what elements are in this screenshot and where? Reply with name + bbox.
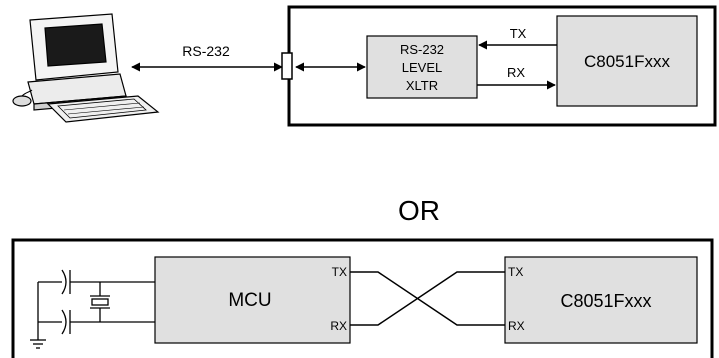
tx-to-rx-crossover-wire bbox=[350, 271, 505, 326]
ground-icon bbox=[30, 339, 46, 349]
xltr-label-line-2: LEVEL bbox=[402, 60, 442, 75]
crystal-oscillator-circuit bbox=[37, 269, 155, 340]
mcu-rx-pin-label: RX bbox=[330, 319, 347, 333]
or-separator: OR bbox=[398, 195, 440, 226]
device-rx-pin-label: RX bbox=[508, 319, 525, 333]
rx-to-tx-crossover-wire bbox=[350, 271, 505, 326]
top-tx-label: TX bbox=[510, 26, 527, 41]
pc-computer-icon bbox=[12, 13, 160, 123]
top-device-label: C8051Fxxx bbox=[584, 52, 670, 71]
mcu-tx-pin-label: TX bbox=[332, 265, 347, 279]
bottom-board-outline bbox=[11, 238, 714, 358]
top-configuration: RS-232 RS-232 LEVEL XLTR TX RX C8051Fxxx bbox=[12, 5, 717, 127]
mcu-box bbox=[154, 256, 351, 344]
xltr-label-line-3: XLTR bbox=[406, 78, 438, 93]
device-tx-pin-label: TX bbox=[508, 265, 523, 279]
bottom-configuration: MCU TX RX TX RX C8051Fxxx bbox=[11, 238, 714, 358]
top-rx-label: RX bbox=[507, 65, 525, 80]
bottom-device-label: C8051Fxxx bbox=[560, 291, 651, 311]
xltr-label-line-1: RS-232 bbox=[400, 42, 444, 57]
serial-connector bbox=[281, 52, 293, 80]
top-device-box bbox=[556, 15, 698, 107]
rs232-link-label: RS-232 bbox=[182, 43, 230, 59]
bottom-device-box bbox=[504, 256, 698, 344]
mcu-label: MCU bbox=[228, 290, 271, 311]
level-translator-box bbox=[366, 35, 478, 99]
